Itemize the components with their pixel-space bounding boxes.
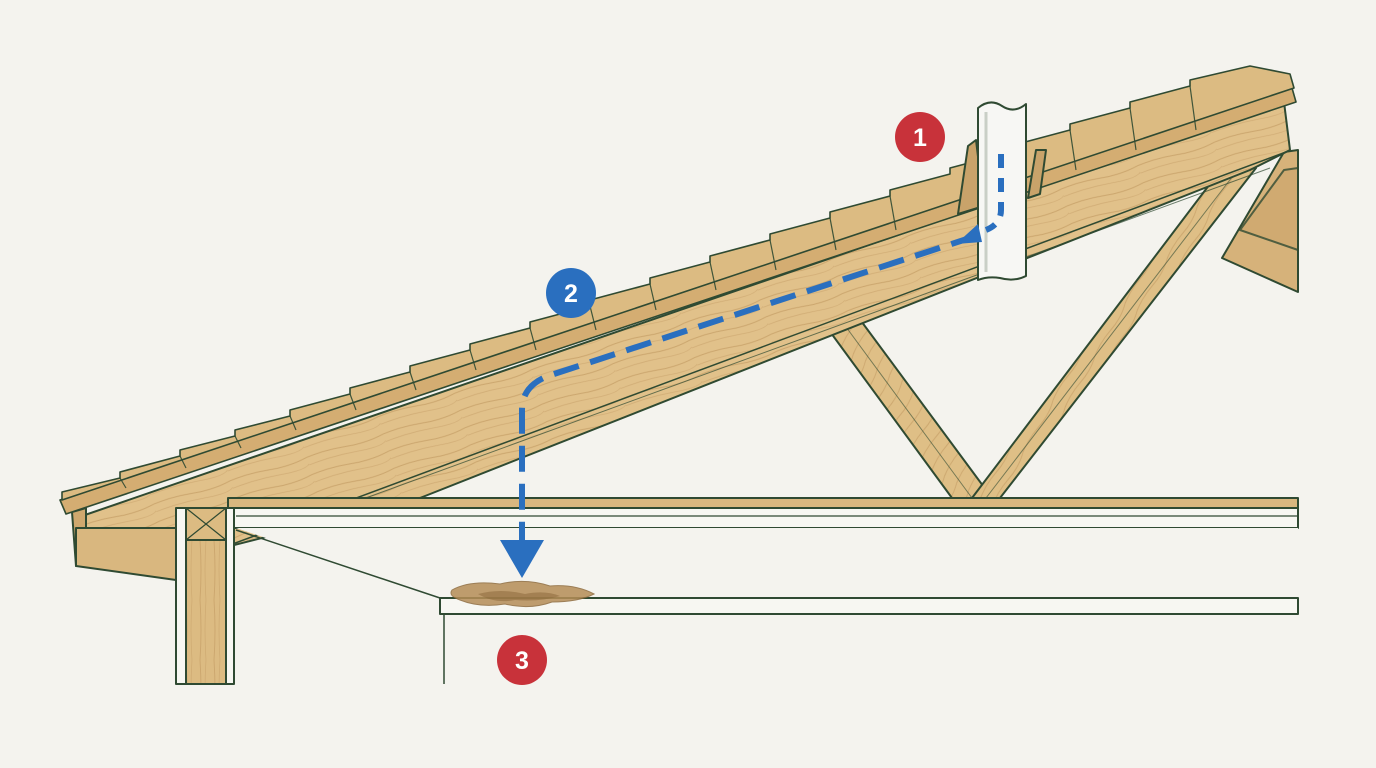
- ceiling-joist: [227, 497, 1299, 509]
- badge-1: 1: [895, 112, 945, 162]
- water-flow-path: [519, 154, 1004, 540]
- water-drip-segment: [984, 154, 1004, 233]
- ceiling-void: [236, 528, 1298, 596]
- badge-1-label: 1: [913, 124, 927, 152]
- badge-2: 2: [546, 268, 596, 318]
- water-run-along-rafter: [519, 233, 977, 540]
- wall-stud: [185, 539, 227, 685]
- badge-3-label: 3: [515, 647, 529, 675]
- wall-and-ceiling: [175, 497, 1299, 685]
- ceiling-plate: [227, 507, 1299, 529]
- badge-3: 3: [497, 635, 547, 685]
- water-arrow-mid-head: [956, 224, 982, 244]
- water-arrow-down-head: [500, 540, 544, 578]
- badge-2-label: 2: [564, 280, 578, 308]
- truss-webs: [819, 149, 1299, 499]
- water-stain: [450, 580, 596, 608]
- drywall-ceiling: [439, 597, 1299, 615]
